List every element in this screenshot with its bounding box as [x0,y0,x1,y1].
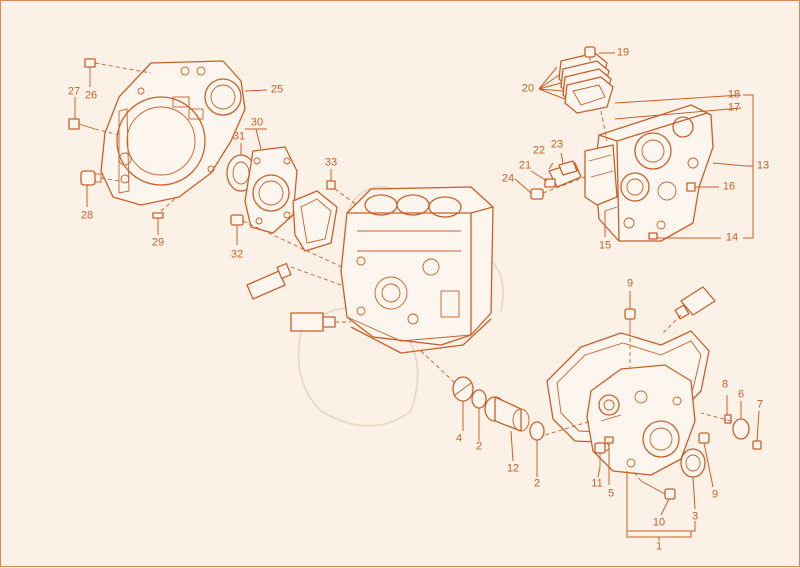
callout-22: 22 [532,144,546,157]
o-ring-6 [732,418,750,440]
callout-15: 15 [598,239,612,252]
sealant-tube-right [674,286,716,320]
callout-23: 23 [550,138,564,151]
part-21 [544,178,556,188]
leader-lines [74,52,760,541]
callout-11: 11 [591,477,603,490]
callout-28: 28 [80,209,94,222]
bolt-9-right [698,432,710,444]
callout-30: 30 [250,116,264,129]
oil-seal-retainer-30 [244,146,298,234]
callout-32: 32 [230,248,244,261]
callout-12: 12 [506,462,520,475]
callout-14: 14 [725,231,739,244]
callout-7: 7 [756,398,764,411]
pin-5 [604,436,614,444]
bushing-12 [484,396,530,432]
o-ring-2-lower [529,421,545,441]
callout-9-top: 9 [626,277,634,290]
callout-2-upper: 2 [475,440,483,453]
callout-10: 10 [652,516,666,529]
bolt-9-top [624,308,636,331]
plug-28 [80,170,102,186]
callout-13: 13 [756,159,770,172]
gear-case-cover-1 [586,364,696,476]
callout-8: 8 [721,378,729,391]
pin-29 [152,212,164,219]
callout-2-lower: 2 [533,477,541,490]
bolt-27 [68,118,96,130]
callout-27: 27 [67,85,81,98]
callout-33: 33 [324,156,338,169]
water-flange-15 [584,144,618,206]
bolt-16 [686,182,713,192]
callout-3: 3 [691,510,699,523]
plug-32 [230,214,244,226]
sealant-tube-left [246,262,292,300]
callout-24: 24 [501,172,515,185]
callout-25: 25 [270,83,284,96]
callout-31: 31 [232,130,246,143]
callout-21: 21 [518,159,532,172]
o-ring-2-upper [471,389,487,409]
callout-18: 18 [727,88,741,101]
callout-1: 1 [655,540,663,553]
callout-17: 17 [727,101,741,114]
pin-14 [648,232,658,240]
callout-26: 26 [84,89,98,102]
bolt-7 [752,440,762,450]
callout-16: 16 [722,180,736,193]
callout-5: 5 [607,487,615,500]
callout-20: 20 [521,82,535,95]
callout-19: 19 [616,46,630,59]
bolt-26 [84,58,96,81]
plug-24 [530,188,544,200]
cap-4 [452,376,474,402]
callout-4: 4 [455,432,463,445]
cylinder-block [340,186,494,354]
bolt-19 [584,46,596,58]
gasket-33 [292,190,338,252]
oil-seal-3 [680,448,706,478]
flywheel-housing [100,60,246,206]
callout-29: 29 [151,236,165,249]
sealant-tube-lower [290,312,336,332]
gasket-stack-20 [558,52,614,114]
callout-6: 6 [737,388,745,401]
bolt-11 [594,442,606,467]
pin-8 [724,414,732,424]
pin-33 [326,180,336,190]
callout-9-right: 9 [711,488,719,501]
bolt-10 [640,480,676,500]
